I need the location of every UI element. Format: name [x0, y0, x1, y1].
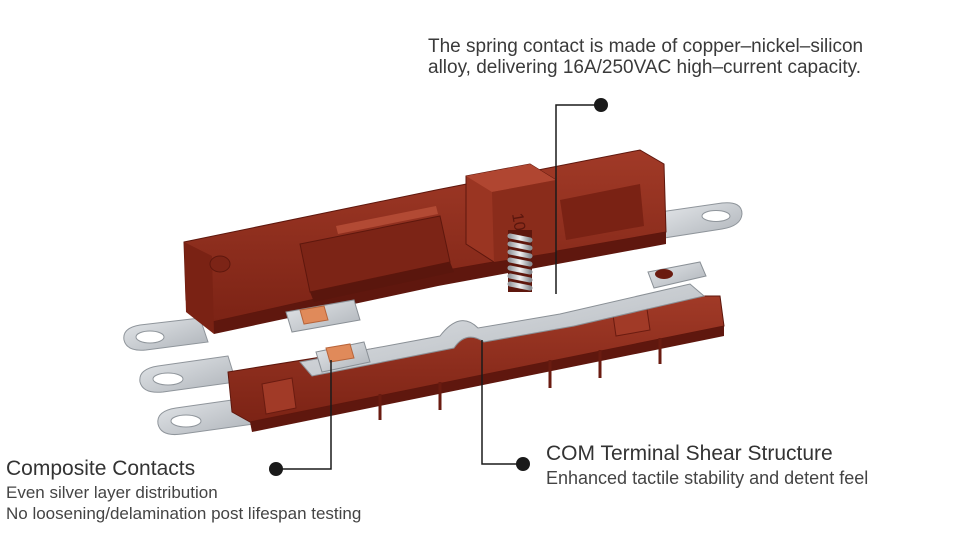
terminal-middle-left	[139, 355, 237, 393]
composite-contacts-annotation: Composite Contacts Even silver layer dis…	[6, 457, 361, 523]
spring-annotation-line-1: The spring contact is made of copper–nic…	[428, 36, 864, 57]
com-terminal-plate	[299, 261, 707, 377]
com-terminal-annotation: COM Terminal Shear Structure Enhanced ta…	[546, 442, 868, 488]
actuator: 10	[465, 163, 557, 292]
terminal-right	[659, 202, 743, 239]
leader-contacts	[269, 360, 332, 476]
terminal-top-left	[123, 317, 209, 351]
com-annotation-title: COM Terminal Shear Structure	[546, 442, 833, 465]
spring-contact-annotation: The spring contact is made of copper–nic…	[428, 36, 863, 79]
spring-annotation-line-2: alloy, delivering 16A/250VAC high–curren…	[428, 57, 862, 79]
terminal-bottom-left	[157, 397, 255, 435]
spring-coil	[507, 230, 533, 292]
contacts-annotation-line-2: No loosening/delamination post lifespan …	[6, 503, 362, 523]
leader-com	[481, 340, 530, 471]
composite-contacts	[285, 299, 371, 373]
actuator-marking: 10	[508, 212, 528, 233]
com-annotation-subtitle: Enhanced tactile stability and detent fe…	[546, 467, 869, 488]
contacts-annotation-line-1: Even silver layer distribution	[6, 482, 218, 502]
left-terminals	[123, 317, 255, 435]
contacts-annotation-title: Composite Contacts	[6, 457, 196, 480]
leader-spring	[555, 98, 608, 294]
